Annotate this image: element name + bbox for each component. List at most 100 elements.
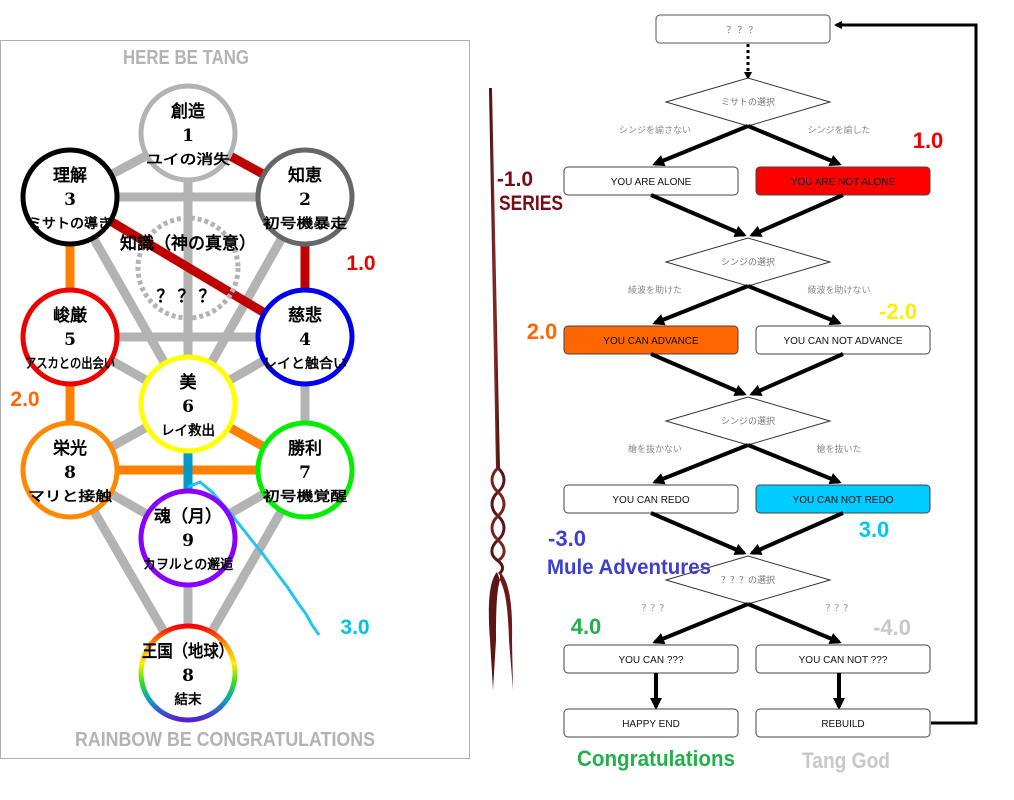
happy-end-box (563, 708, 739, 738)
outcome-box-right-2 (755, 325, 931, 355)
start-box (655, 14, 831, 44)
sephira-number: 5 (64, 330, 76, 350)
label-mule-adventures: Mule Adventures (547, 556, 711, 579)
sephira-circle (20, 147, 120, 247)
outcome-box-right-3 (755, 484, 931, 514)
branch-arrow-left-2 (652, 284, 749, 326)
branch-label-right-1: シンジを諭した (807, 124, 870, 136)
merge-arrow-left-3 (650, 511, 747, 555)
sephira-circle (138, 354, 238, 454)
merge-arrow-right-2 (749, 352, 844, 396)
sephira-circle (138, 83, 238, 183)
sephira-circle (20, 420, 120, 520)
hidden-node-daath: 知識（神の真意） ？？？ (119, 215, 256, 321)
sephira-number: 3 (64, 190, 76, 210)
decision-text-3: シンジの選択 (721, 415, 775, 427)
daath-title: 知識（神の真意） (119, 233, 256, 254)
label-minus-3-0: -3.0 (548, 526, 586, 551)
start-box-text: ？？？ (726, 26, 759, 36)
daath-sub: ？？？ (157, 287, 220, 307)
rebuild-box-text: REBUILD (821, 719, 864, 730)
sephira-subtitle: マリと接触 (28, 488, 113, 505)
merge-arrow-right-3 (749, 511, 844, 555)
daath-dotted-circle (135, 215, 241, 321)
sephira-title: 峻厳 (53, 305, 88, 326)
label-minus-2-0: -2.0 (879, 299, 917, 324)
tree-title-top: HERE BE TANG (123, 47, 249, 69)
happy-end-box-text: HAPPY END (622, 719, 680, 730)
label-1-0: 1.0 (913, 128, 944, 153)
sephira-node-10: 王国（地球）8結末 (138, 623, 238, 723)
branch-arrow-left-4 (652, 602, 749, 645)
branch-label-left-2: 綾波を助けた (628, 284, 682, 296)
sephira-circle (138, 488, 238, 588)
sephira-subtitle: 結末 (175, 691, 202, 708)
sephira-title: 魂（月） (154, 506, 222, 527)
sephira-number: 6 (182, 397, 194, 417)
decision-text-4: ？？？の選択 (721, 574, 775, 586)
merge-arrow-right-1 (749, 193, 844, 237)
sephira-circle (255, 420, 355, 520)
sephira-node-3: 理解 3 ミサトの導き (20, 147, 120, 247)
outcome-box-right-3-text: YOU CAN NOT REDO (793, 495, 894, 506)
outcome-box-left-4 (563, 644, 739, 674)
rebuild-loop-arrow (834, 21, 978, 725)
label-tang-god: Tang God (802, 748, 890, 773)
sephiroth-tree-diagram: HERE BE TANG RAINBOW BE CONGRATULATIONS … (0, 40, 470, 759)
sephira-number: 1 (182, 126, 194, 146)
branch-label-right-2: 綾波を助けない (807, 284, 870, 296)
outcome-box-right-1 (755, 166, 931, 196)
label-4-0: 4.0 (571, 614, 602, 639)
branch-arrow-left-3 (652, 443, 749, 485)
sephira-number: 2 (299, 190, 311, 210)
merge-arrow-left-2 (650, 352, 747, 396)
sephira-title: 創造 (170, 101, 206, 122)
branch-arrow-left-1 (652, 124, 749, 167)
outcome-box-left-1 (563, 166, 739, 196)
sephira-title: 王国（地球） (142, 641, 234, 662)
lance-of-longinus-image (488, 88, 513, 690)
outcome-box-left-2 (563, 325, 739, 355)
sephira-subtitle: レイ救出 (161, 422, 215, 439)
sephira-circle (255, 147, 355, 247)
sephira-title: 理解 (53, 165, 87, 186)
sephira-number: 7 (299, 463, 311, 483)
branch-label-right-4: ？？？ (825, 604, 852, 614)
decision-diamond-1 (664, 77, 832, 127)
outcome-box-left-2-text: YOU CAN ADVANCE (603, 336, 699, 347)
sephira-subtitle: アスカとの出会い (25, 355, 115, 372)
label-3-0: 3.0 (859, 517, 890, 542)
sephira-subtitle: 初号機暴走 (263, 215, 348, 232)
decision-diamond-2 (664, 237, 832, 287)
outcome-box-right-4 (755, 644, 931, 674)
outcome-box-left-1-text: YOU ARE ALONE (611, 177, 692, 188)
tree-label-2-0: 2.0 (10, 388, 39, 411)
tree-label-1-0: 1.0 (346, 252, 375, 275)
decision-text-1: ミサトの選択 (721, 96, 775, 108)
sephira-number: 4 (299, 330, 311, 350)
tree-nodes: 創造1ユイの消失知恵2初号機暴走理解3ミサトの導き慈悲4レイと触合い峻厳5アスカ… (20, 83, 355, 723)
branch-arrow-right-1 (747, 124, 842, 167)
outcome-box-left-4-text: YOU CAN ??? (618, 655, 683, 666)
label-minus-4-0: -4.0 (873, 615, 911, 640)
sephira-node-5: 峻厳 5 アスカとの出会い (20, 287, 120, 387)
branch-label-left-4: ？？？ (641, 604, 668, 614)
branch-arrow-right-3 (747, 443, 842, 485)
outcome-box-left-3 (563, 484, 739, 514)
lance-prong-right (500, 572, 513, 690)
outcome-box-right-4-text: YOU CAN NOT ??? (799, 655, 888, 666)
lance-shaft (489, 88, 500, 470)
sephira-subtitle: カヲルとの邂逅 (143, 556, 233, 573)
outcome-box-left-3-text: YOU CAN REDO (612, 495, 689, 506)
sephira-title: 勝利 (288, 438, 322, 459)
label-2-0: 2.0 (527, 319, 558, 344)
sephira-subtitle: 初号機覚醒 (263, 488, 348, 505)
sephira-subtitle: ミサトの導き (28, 215, 112, 232)
label-congratulations: Congratulations (577, 746, 735, 771)
sephira-circle (138, 623, 238, 723)
